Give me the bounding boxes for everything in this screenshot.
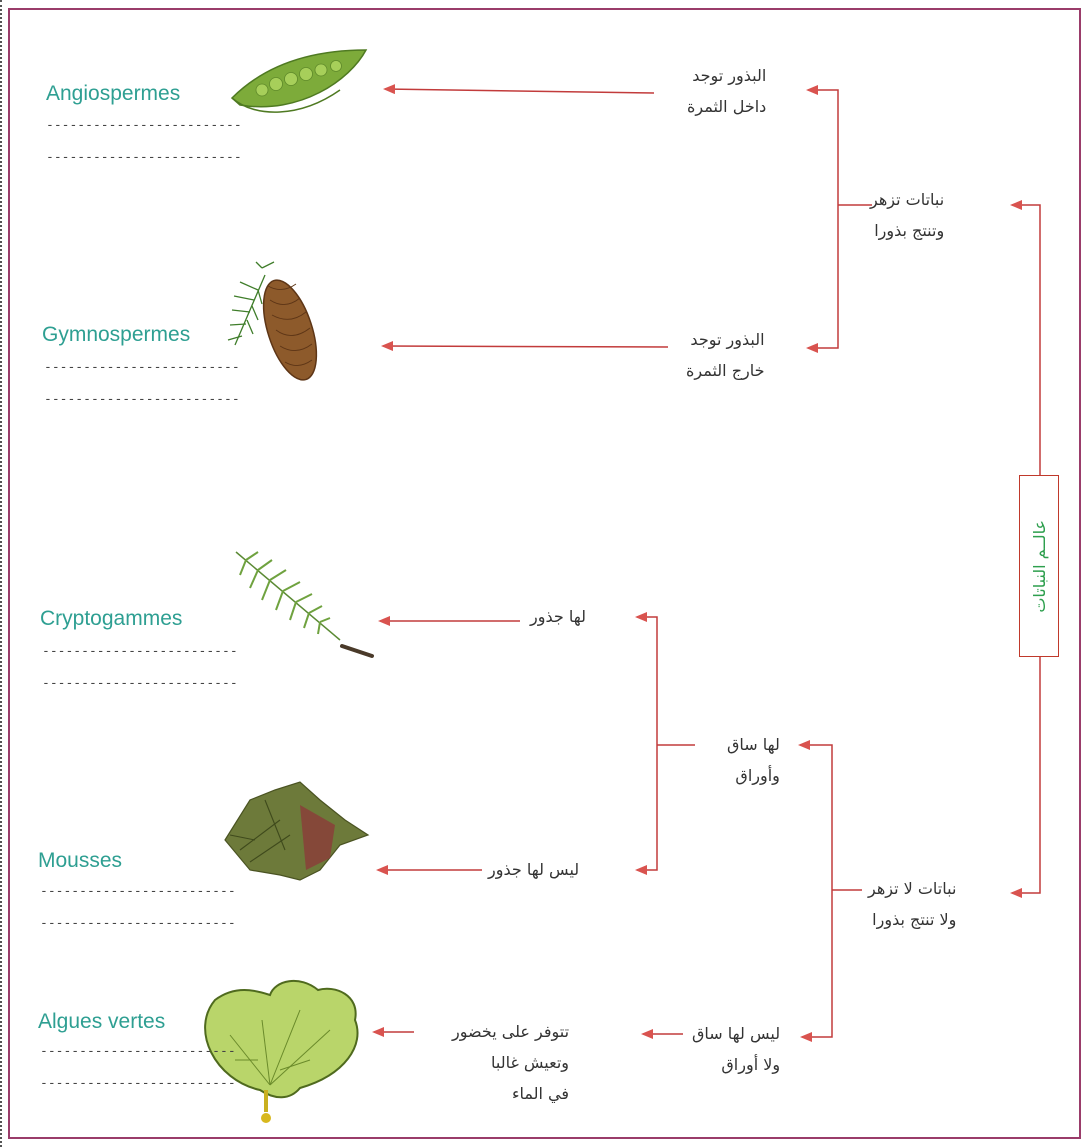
node-line: البذور توجد <box>686 324 765 355</box>
node-line: خارج الثمرة <box>686 355 765 386</box>
nonflowering-to-nostem <box>802 890 832 1037</box>
node-no-stem-leaves: ليس لها ساق ولا أوراق <box>692 1018 780 1080</box>
node-line: ليس لها جذور <box>488 854 579 885</box>
outside-to-gymno <box>383 346 668 347</box>
answer-line[interactable]: ------------------------- <box>46 150 242 165</box>
stem-to-roots <box>637 617 657 745</box>
pine-cone-icon <box>228 262 327 386</box>
flowering-to-inside <box>808 90 838 205</box>
nonflowering-to-stem <box>800 745 832 890</box>
group-label-gymnospermes: Gymnospermes <box>42 323 190 347</box>
node-line: ولا تنتج بذورا <box>868 904 956 935</box>
node-seeds-outside-fruit: البذور توجد خارج الثمرة <box>686 324 765 386</box>
node-line: البذور توجد <box>687 60 766 91</box>
node-line: ليس لها ساق <box>692 1018 780 1049</box>
answer-line[interactable]: ------------------------- <box>42 644 238 659</box>
answer-line[interactable]: ------------------------- <box>44 360 240 375</box>
node-line: وتعيش غالبا <box>452 1047 569 1078</box>
node-chlorophyll-water: تتوفر على يخضور وتعيش غالبا في الماء <box>452 1016 569 1109</box>
answer-line[interactable]: ------------------------- <box>46 118 242 133</box>
moss-icon <box>225 782 368 880</box>
root-connector-lower <box>1012 655 1040 893</box>
answer-line[interactable]: ------------------------- <box>40 916 236 931</box>
node-flowering-plants: نباتات تزهر وتنتج بذورا <box>870 184 944 246</box>
node-line: في الماء <box>452 1078 569 1109</box>
node-line: تتوفر على يخضور <box>452 1016 569 1047</box>
group-label-angiospermes: Angiospermes <box>46 82 180 106</box>
node-no-roots: ليس لها جذور <box>488 854 579 885</box>
root-connector <box>1012 205 1040 475</box>
node-has-roots: لها جذور <box>530 601 586 632</box>
node-line: نباتات تزهر <box>870 184 944 215</box>
stem-to-noroots <box>637 745 657 870</box>
node-line: وتنتج بذورا <box>870 215 944 246</box>
group-label-mousses: Mousses <box>38 849 122 873</box>
root-label: عالــم النباتات <box>1030 520 1049 613</box>
answer-line[interactable]: ------------------------- <box>40 1044 236 1059</box>
inside-to-angio <box>385 89 654 93</box>
node-line: نباتات لا تزهر <box>868 873 956 904</box>
node-line: ولا أوراق <box>692 1049 780 1080</box>
node-seeds-inside-fruit: البذور توجد داخل الثمرة <box>687 60 766 122</box>
node-line: لها ساق <box>727 729 780 760</box>
answer-line[interactable]: ------------------------- <box>44 392 240 407</box>
root-label-box: عالــم النباتات <box>1019 475 1059 657</box>
answer-line[interactable]: ------------------------- <box>40 884 236 899</box>
pea-pod-icon <box>232 50 366 112</box>
group-label-algues-vertes: Algues vertes <box>38 1010 165 1034</box>
node-line: داخل الثمرة <box>687 91 766 122</box>
node-has-stem-leaves: لها ساق وأوراق <box>727 729 780 791</box>
answer-line[interactable]: ------------------------- <box>40 1076 236 1091</box>
answer-line[interactable]: ------------------------- <box>42 676 238 691</box>
group-label-cryptogammes: Cryptogammes <box>40 607 182 631</box>
node-line: لها جذور <box>530 601 586 632</box>
node-nonflowering-plants: نباتات لا تزهر ولا تنتج بذورا <box>868 873 956 935</box>
flowering-to-outside <box>808 205 838 348</box>
fern-icon <box>236 552 372 656</box>
node-line: وأوراق <box>727 760 780 791</box>
